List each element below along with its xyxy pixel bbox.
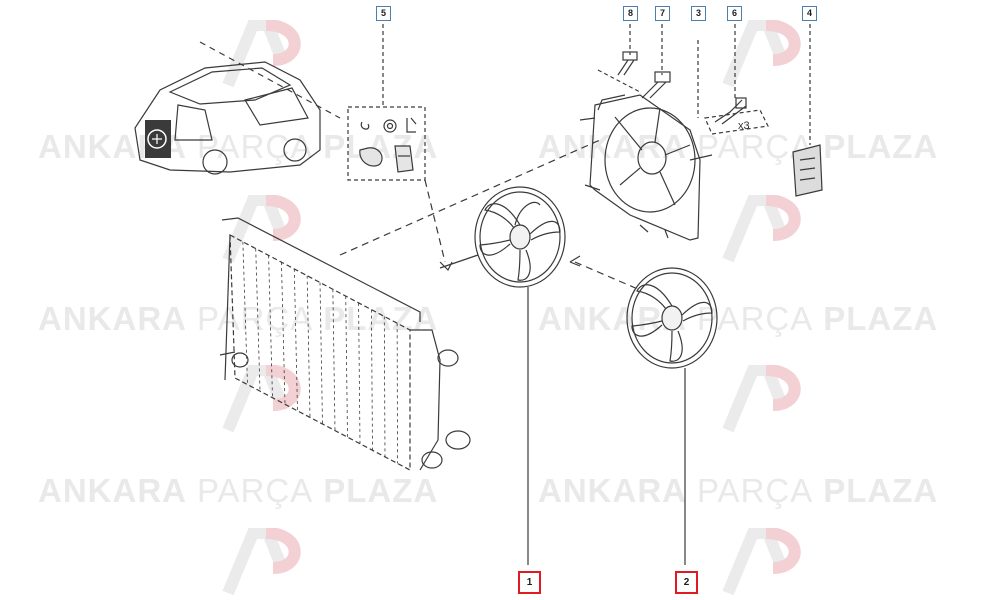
car-illustration bbox=[134, 41, 341, 175]
radiator-fin bbox=[255, 248, 261, 392]
radiator-fin bbox=[345, 296, 348, 438]
callout-4: 4 bbox=[802, 6, 817, 21]
screw-6-illustration bbox=[704, 24, 769, 135]
radiator-fin bbox=[281, 262, 286, 405]
radiator-illustration bbox=[219, 217, 471, 471]
callout-7: 7 bbox=[655, 6, 670, 21]
radiator-fin bbox=[358, 302, 361, 444]
assembly-line bbox=[424, 179, 446, 263]
callout-8: 8 bbox=[623, 6, 638, 21]
callout-3: 3 bbox=[691, 6, 706, 21]
radiator-fin bbox=[319, 282, 323, 425]
fan-2-illustration bbox=[626, 267, 718, 565]
bolt-7-illustration bbox=[641, 24, 671, 99]
callout-6: 6 bbox=[727, 6, 742, 21]
radiator-fin bbox=[332, 289, 336, 431]
bolt-8-illustration bbox=[597, 24, 641, 93]
radiator-fin bbox=[293, 268, 298, 411]
arrow bbox=[569, 255, 581, 267]
radiator-fin bbox=[383, 316, 386, 457]
arrow bbox=[439, 254, 479, 269]
assembly-line bbox=[574, 261, 641, 291]
callout-1: 1 bbox=[518, 571, 541, 594]
fan-shroud-illustration bbox=[579, 40, 713, 241]
clips-kit bbox=[347, 24, 426, 181]
fan-1-illustration bbox=[474, 186, 566, 565]
radiator-fin bbox=[306, 275, 311, 418]
callout-5: 5 bbox=[376, 6, 391, 21]
arrow bbox=[439, 261, 453, 272]
relay-bracket-illustration bbox=[792, 24, 823, 197]
quantity-note: x3 bbox=[738, 120, 750, 132]
radiator-fin bbox=[268, 255, 273, 398]
callout-2: 2 bbox=[675, 571, 698, 594]
radiator-fin bbox=[371, 309, 373, 451]
